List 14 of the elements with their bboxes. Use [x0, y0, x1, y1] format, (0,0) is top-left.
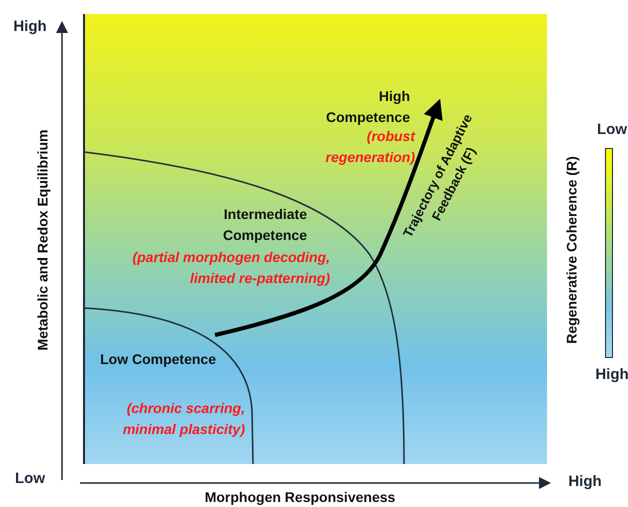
- axis-title: Metabolic and Redox Equilibrium: [34, 128, 52, 352]
- region-note: (chronic scarring, minimal plasticity): [122, 399, 245, 439]
- colorbar-title: Regenerative Coherence (R): [563, 155, 580, 346]
- region-label: Low Competence: [100, 350, 216, 369]
- axis-title: Morphogen Responsiveness: [204, 489, 396, 506]
- region-note: (partial morphogen decoding, limited re-patterning): [131, 248, 330, 288]
- axis-tick-label: High: [12, 18, 48, 37]
- colorbar-tick-label: High: [594, 366, 628, 385]
- region-label: High Competence: [324, 87, 410, 127]
- axis-tick-label: High: [567, 473, 603, 492]
- region-label: Intermediate Competence: [222, 205, 307, 245]
- axis-tick-label: Low: [14, 470, 46, 489]
- region-note: (robust regeneration): [324, 127, 415, 167]
- colorbar-tick-label: Low: [596, 121, 628, 140]
